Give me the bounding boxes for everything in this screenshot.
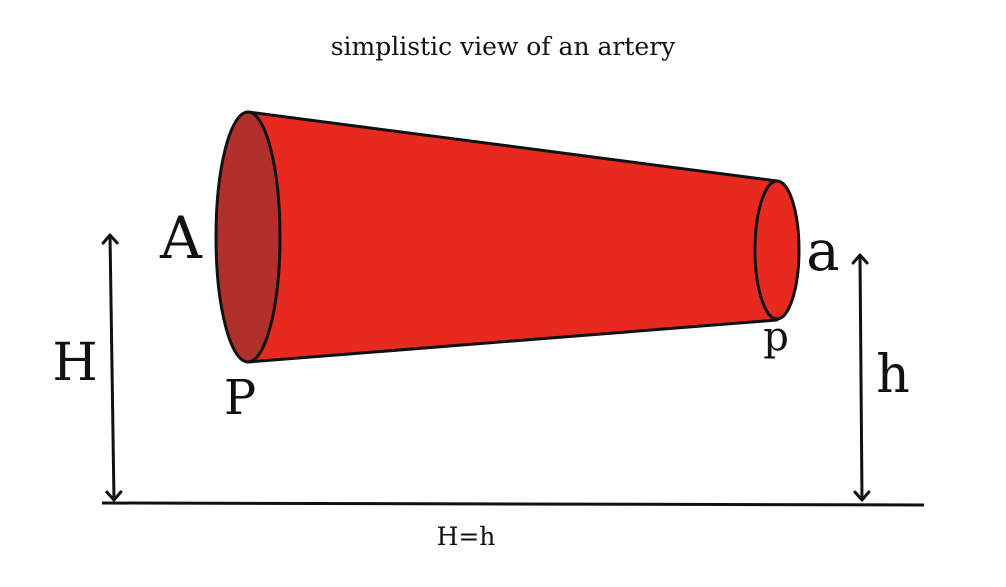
height-arrow-left: [101, 233, 123, 502]
artery-left-end-face: [214, 110, 282, 364]
label-pressure-right: p: [763, 314, 789, 360]
diagram-title: simplistic view of an artery: [331, 32, 676, 61]
artery-right-end-face: [753, 179, 801, 321]
height-arrow-right: [851, 253, 871, 502]
label-area-left: A: [159, 204, 203, 272]
artery-body: [246, 110, 779, 364]
label-pressure-left: P: [224, 370, 256, 426]
label-area-right: a: [806, 219, 839, 284]
ground-line: [101, 501, 925, 507]
label-height-left: H: [52, 333, 97, 393]
label-equation: H=h: [437, 522, 496, 551]
label-height-right: h: [876, 345, 910, 405]
